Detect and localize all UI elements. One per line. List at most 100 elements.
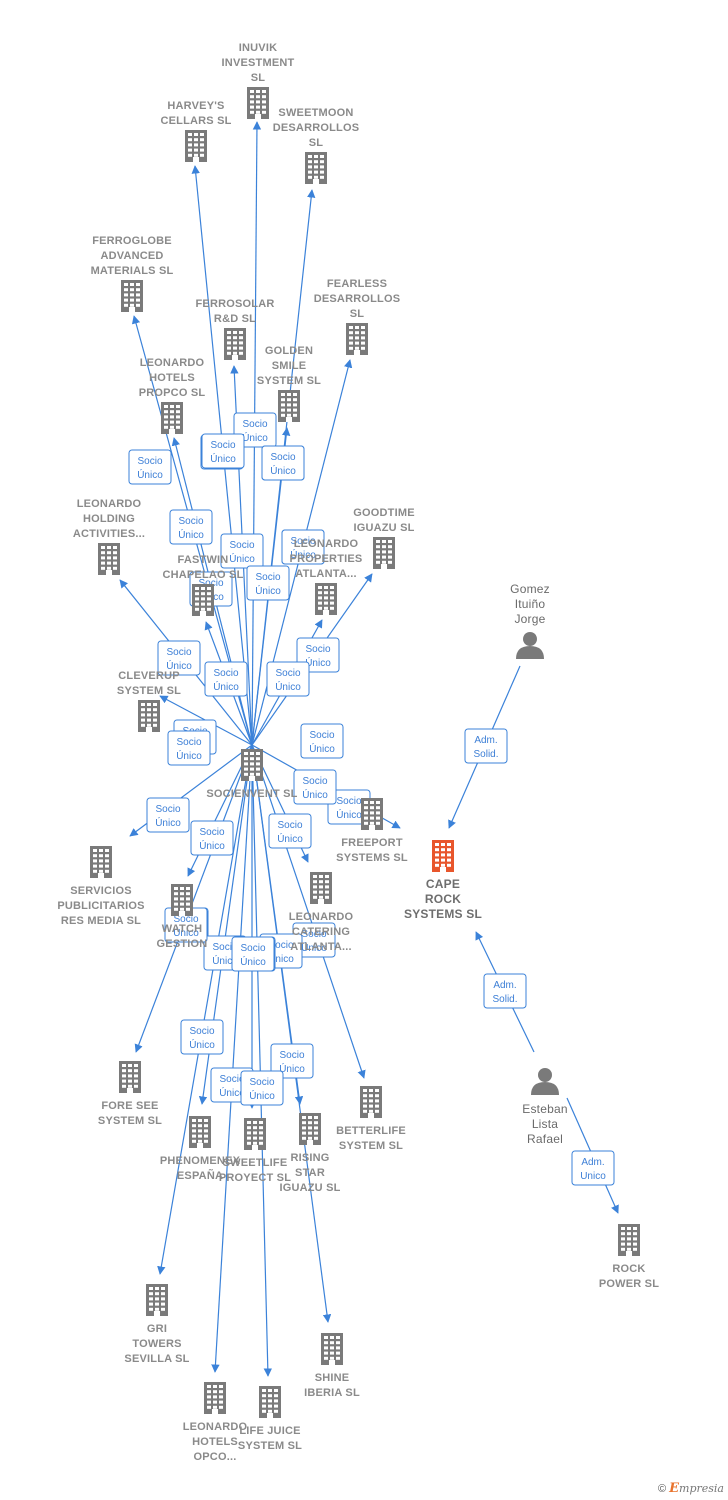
node-leonardoproperties[interactable]: LEONARDOPROPERTIESATLANTA...: [290, 538, 363, 615]
node-label-line: DESARROLLOS: [273, 122, 360, 134]
node-label-line: STAR: [295, 1167, 325, 1179]
edge-label-text: Socio: [212, 942, 237, 953]
building-icon: [204, 1382, 226, 1414]
edge-label-text: Socio: [176, 737, 201, 748]
node-label-line: HOLDING: [83, 513, 135, 525]
person-icon: [531, 1068, 559, 1095]
node-socienvent[interactable]: SOCIENVENT SL: [206, 749, 297, 800]
node-label-line: IBERIA SL: [304, 1387, 360, 1399]
edge-label-text: Socio: [249, 1077, 274, 1088]
building-icon: [98, 543, 120, 575]
edge-label-text: Socio: [309, 730, 334, 741]
edge-label-text: Socio: [279, 1050, 304, 1061]
building-icon: [310, 872, 332, 904]
edge-label-text: Único: [279, 1062, 305, 1075]
edge-label-text: Socio: [213, 668, 238, 679]
edge-label-text: Socio: [199, 827, 224, 838]
node-label-line: Rafael: [527, 1132, 563, 1146]
node-label-line: FORE SEE: [101, 1100, 158, 1112]
building-icon: [146, 1284, 168, 1316]
building-icon: [321, 1333, 343, 1365]
edge-socienvent-shine: [251, 744, 332, 1323]
node-label-line: ATLANTA...: [295, 568, 356, 580]
edge-label-text: Único: [176, 749, 202, 762]
copyright-symbol: ©: [658, 1482, 667, 1495]
node-label-line: PROPCO SL: [139, 387, 206, 399]
node-leonardoholding[interactable]: LEONARDOHOLDINGACTIVITIES...: [73, 498, 145, 575]
edge-label-text: Socio: [173, 914, 198, 925]
node-leonardoopco[interactable]: LEONARDOHOTELSOPCO...: [183, 1382, 248, 1463]
node-label-line: Esteban: [522, 1102, 567, 1116]
edge-label-text: Único: [166, 659, 192, 672]
building-icon: [241, 749, 263, 781]
node-label-line: ATLANTA...: [290, 941, 351, 953]
edge-label-text: Socio: [242, 419, 267, 430]
building-icon: [361, 798, 383, 830]
edge-label-text: Socio: [336, 796, 361, 807]
node-label-line: SL: [251, 72, 266, 84]
edge-socienvent-betterlife: [251, 744, 366, 1079]
node-label-line: GESTION: [157, 938, 208, 950]
node-label-line: CELLARS SL: [160, 115, 231, 127]
node-label-line: LEONARDO: [77, 498, 142, 510]
node-label-line: CAPE: [426, 877, 460, 891]
node-label-line: SL: [350, 308, 365, 320]
edge-label-text: Socio: [275, 668, 300, 679]
node-label-line: IGUAZU SL: [353, 522, 414, 534]
building-icon: [185, 130, 207, 162]
node-label-line: LIFE JUICE: [239, 1425, 300, 1437]
building-icon: [189, 1116, 211, 1148]
edge-label-text: Socio: [302, 776, 327, 787]
node-label-line: SYSTEM SL: [339, 1140, 403, 1152]
node-label-line: WATCH: [162, 923, 203, 935]
node-label-line: SWEETMOON: [278, 107, 353, 119]
edge-label-text: Único: [270, 464, 296, 477]
node-label-line: Gomez: [510, 582, 550, 596]
node-watch[interactable]: WATCH GESTION: [157, 884, 208, 950]
node-leonardocatering[interactable]: LEONARDOCATERINGATLANTA...: [289, 872, 354, 953]
edge-label-text: Adm.: [474, 735, 497, 746]
edge-label-text: Único: [178, 528, 204, 541]
node-label-line: ROCK: [425, 892, 461, 906]
node-label-line: MATERIALS SL: [91, 265, 174, 277]
empresia-logo[interactable]: Empresia: [669, 1481, 724, 1496]
node-label-line: SYSTEMS SL: [336, 852, 408, 864]
edge-label-text: Único: [173, 926, 199, 939]
